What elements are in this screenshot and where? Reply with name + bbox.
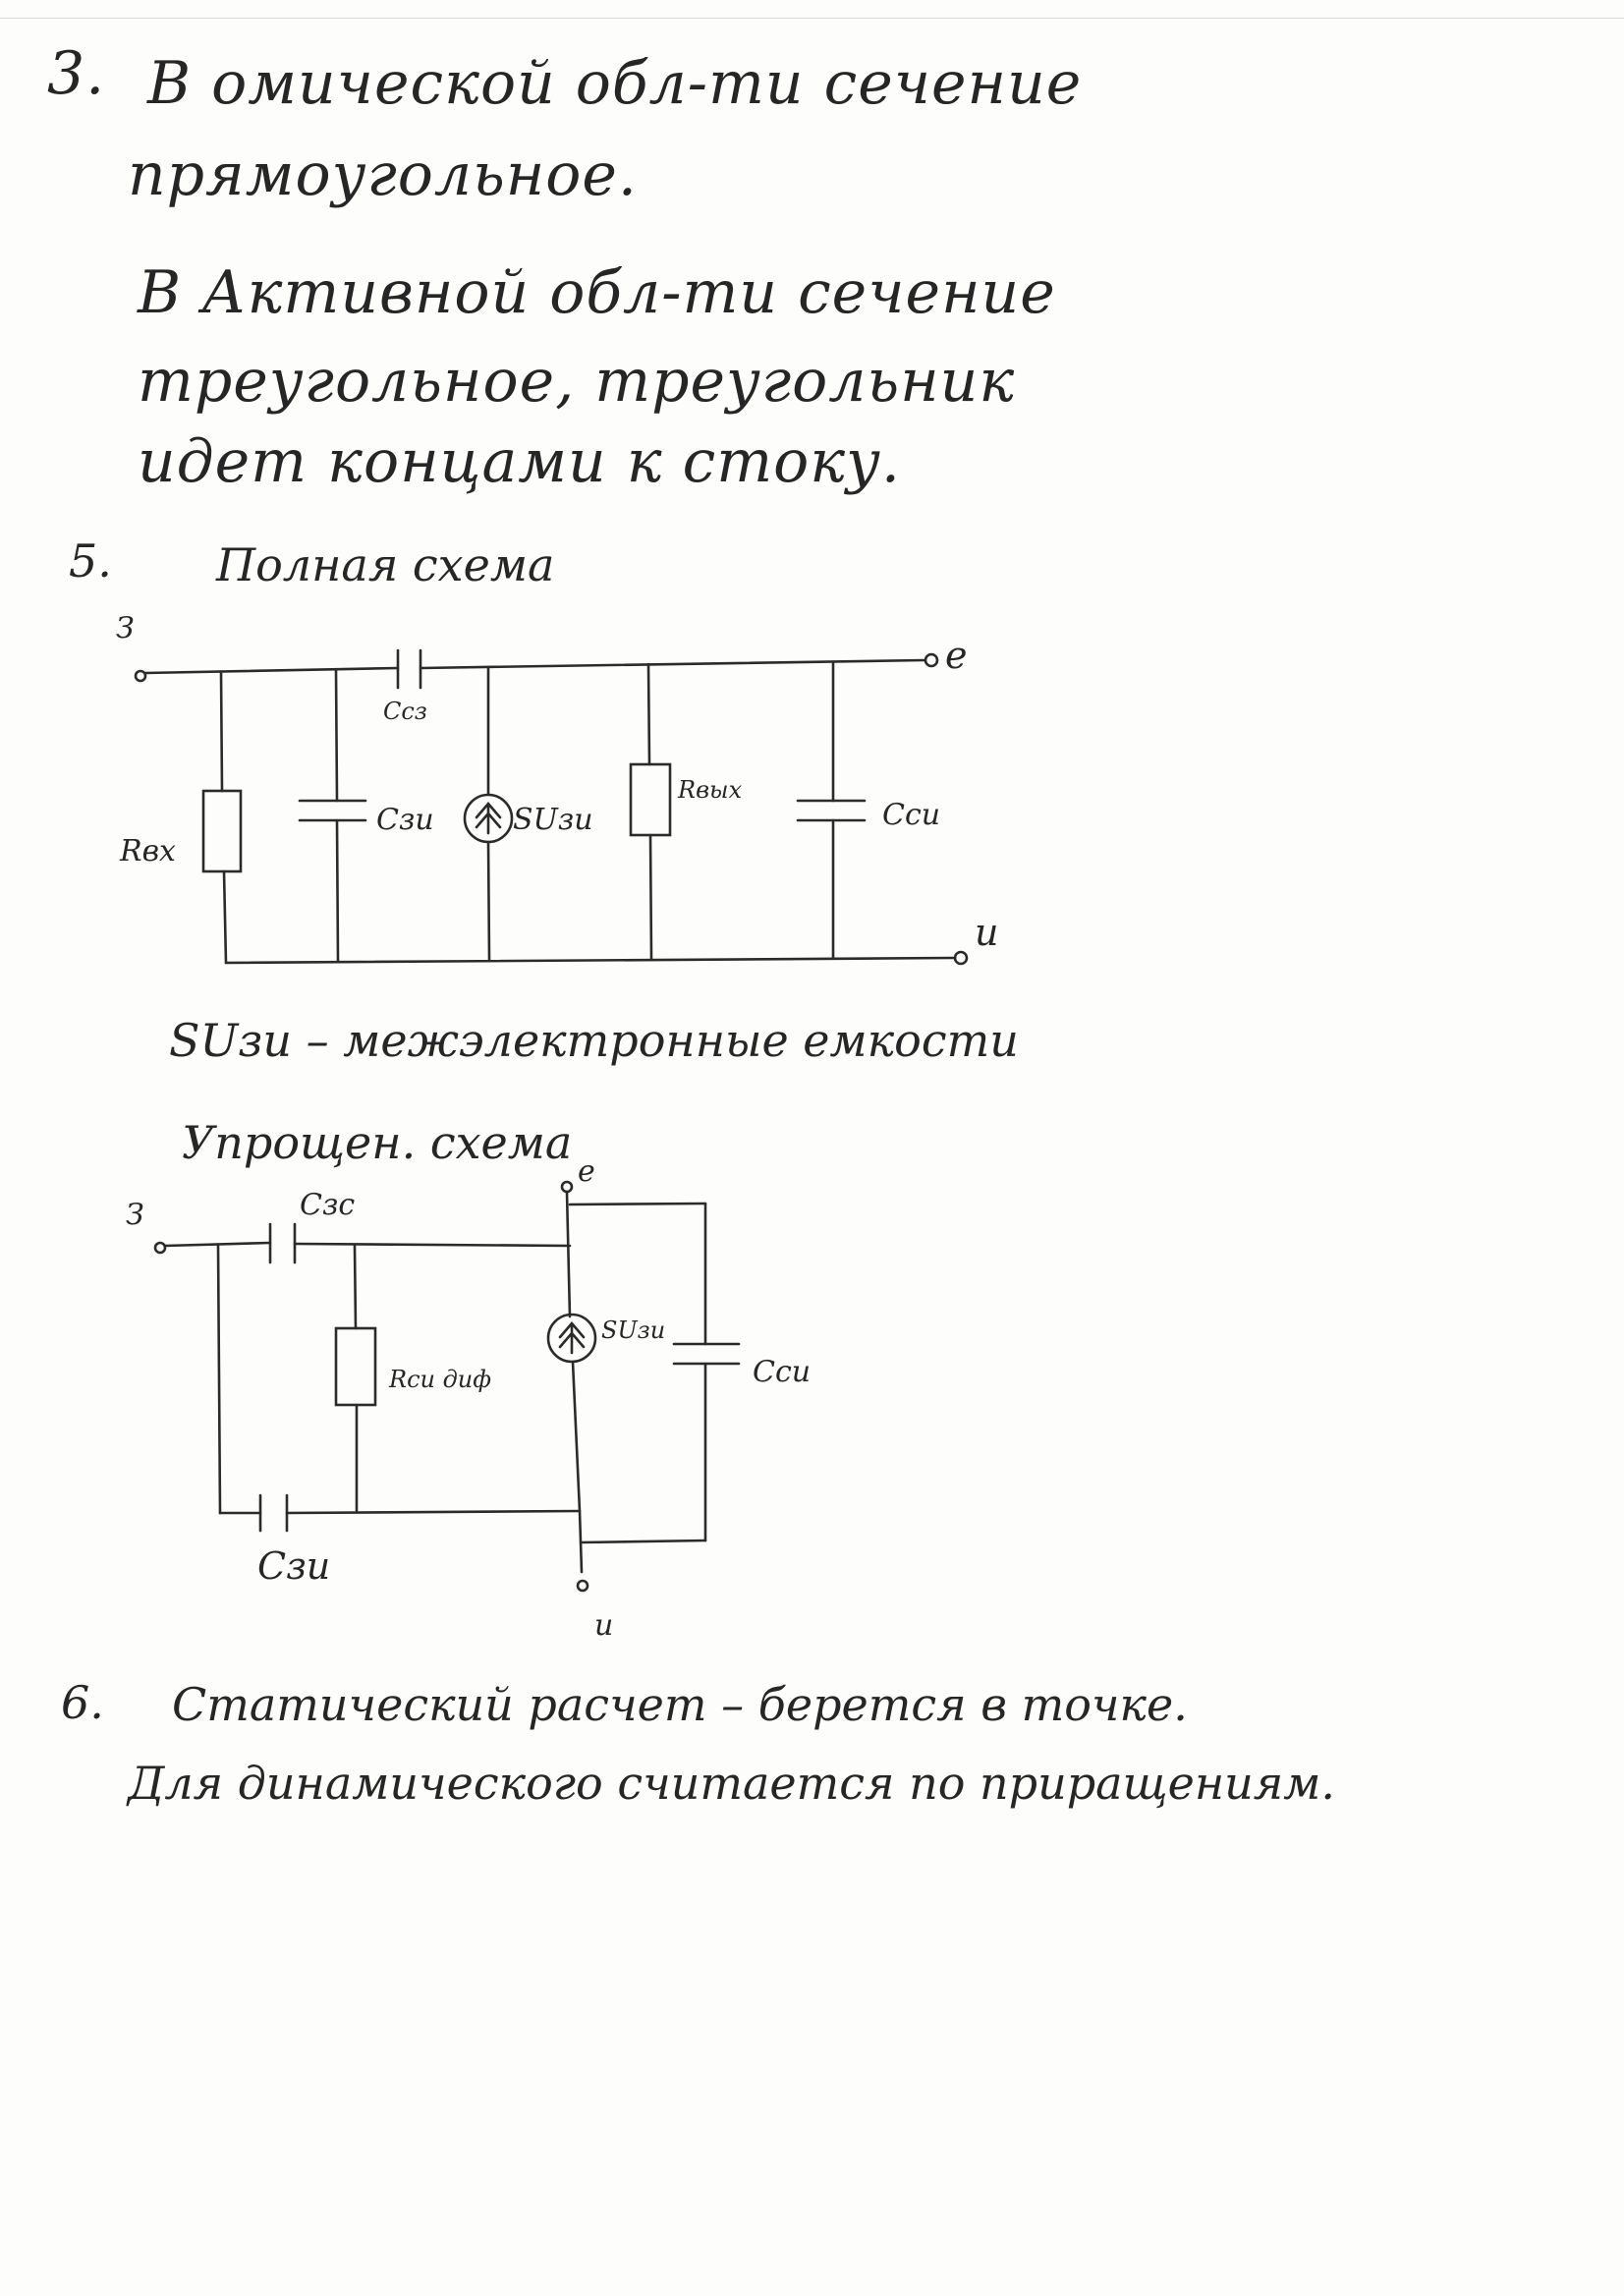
full-current-source-label: SUзи bbox=[513, 803, 593, 837]
full-drain-terminal bbox=[953, 950, 969, 966]
full-c-series-label: Ссз bbox=[383, 698, 427, 725]
full-gate-terminal bbox=[134, 669, 147, 683]
full-source-label: е bbox=[945, 634, 968, 677]
simple-drain-terminal bbox=[576, 1579, 589, 1593]
simple-source-terminal bbox=[560, 1180, 574, 1194]
section-3-line-5: идет концами к стоку. bbox=[138, 427, 901, 496]
simple-r-diff bbox=[334, 1326, 377, 1407]
full-r-in bbox=[201, 789, 243, 873]
full-source-terminal bbox=[924, 652, 939, 668]
simple-gate-label: З bbox=[126, 1198, 144, 1232]
full-c-si-label: Сси bbox=[882, 798, 941, 832]
section-6-line-1: Статический расчет – берется в точке. bbox=[172, 1678, 1188, 1731]
section-5-title: Полная схема bbox=[216, 538, 555, 591]
full-gate-label: З bbox=[116, 611, 135, 645]
section-6-number: 6. bbox=[61, 1676, 104, 1729]
full-r-in-label: Rвх bbox=[120, 834, 176, 868]
section-6-line-2: Для динамического считается по приращени… bbox=[128, 1757, 1336, 1810]
simple-c-zi-label: Сзи bbox=[257, 1544, 331, 1588]
section-3-line-3: В Активной обл-ти сечение bbox=[138, 258, 1056, 327]
full-c-gi-label: Сзи bbox=[376, 803, 434, 837]
full-r-out-label: Rвых bbox=[678, 776, 743, 804]
simple-c-si-label: Сси bbox=[753, 1355, 812, 1389]
capacitance-caption: SUзи – межэлектронные емкости bbox=[169, 1014, 1019, 1067]
simple-gate-terminal bbox=[153, 1241, 167, 1255]
simple-source-label: е bbox=[578, 1154, 595, 1189]
simple-r-diff-label: Rси диф bbox=[389, 1366, 492, 1393]
simplified-circuit-title: Упрощен. схема bbox=[182, 1116, 573, 1169]
section-3-line-4: треугольное, треугольник bbox=[138, 347, 1016, 416]
section-3-line-2: прямоугольное. bbox=[128, 140, 638, 209]
simple-c-zc-label: Сзс bbox=[300, 1188, 356, 1222]
page-top-edge bbox=[0, 18, 1624, 19]
section-3-number: 3. bbox=[47, 39, 106, 108]
simple-current-source-label: SUзи bbox=[601, 1316, 666, 1344]
full-drain-label: и bbox=[975, 911, 999, 954]
section-3-line-1: В омической обл-ти сечение bbox=[147, 49, 1083, 118]
section-5-number: 5. bbox=[69, 534, 112, 588]
simple-drain-label: и bbox=[594, 1608, 614, 1643]
